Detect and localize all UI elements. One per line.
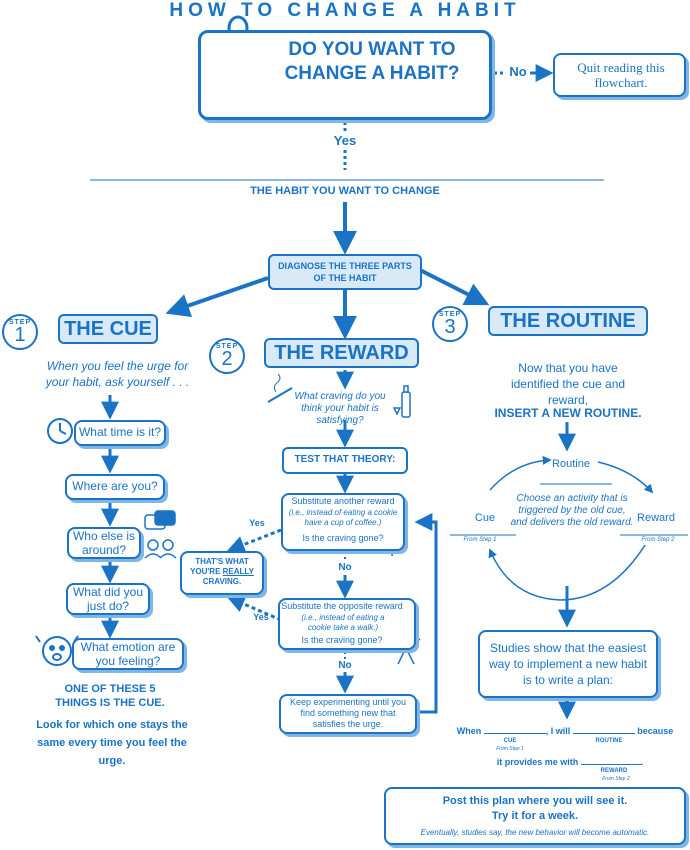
bottle-icon: [392, 385, 411, 418]
question-box: [198, 30, 492, 120]
quit-text: Quit reading this flowchart.: [577, 60, 665, 90]
cue-branch-arrow: [165, 276, 269, 318]
cue-q-emotion: [72, 638, 184, 670]
cue-q-who: [67, 527, 141, 559]
cue-q-time: [74, 420, 166, 446]
cue-header: THE CUE: [58, 314, 158, 344]
cigarette-icon: [267, 373, 293, 403]
loop-from-1: From Step 1: [463, 537, 497, 543]
loop-reward-label: Reward: [637, 512, 675, 524]
substitute-1-example: (i.e., instead of eating a cookie have a…: [288, 508, 398, 527]
step-2-badge: STEP 2: [209, 338, 245, 374]
quit-box: [553, 53, 686, 97]
substitute-2-question: Is the craving gone?: [301, 635, 383, 645]
plan-line-1: When , I will because: [456, 726, 674, 736]
people-icon: [144, 539, 177, 559]
post-plan-text: Post this plan where you will see it.: [442, 795, 628, 807]
diagnose-box: [268, 254, 422, 290]
loop-cue-label: Cue: [474, 512, 496, 524]
substitute-1-title: Substitute another reward: [291, 496, 395, 506]
cue-q-where: [65, 474, 165, 500]
cue-conclusion: ONE OF THESE 5 THINGS IS THE CUE.: [55, 683, 165, 709]
craving-text: THAT'S WHAT YOU'RE REALLY CRAVING.: [190, 557, 254, 586]
chat-bubbles-icon: [144, 510, 176, 530]
routine-header: THE ROUTINE: [488, 306, 648, 336]
try-week-text: Try it for a week.: [491, 810, 579, 822]
keep-experimenting-box: [279, 694, 417, 734]
substitute-2-box: [278, 598, 416, 650]
plan-from-1: From Step 1: [496, 746, 524, 752]
routine-branch-arrow: [419, 268, 490, 306]
substitute-2-example: (i.e., instead of eating a cookie take a…: [301, 613, 385, 632]
cue-q-emotion-text: What emotion are you feeling?: [80, 640, 176, 668]
habit-label: THE HABIT YOU WANT TO CHANGE: [250, 185, 440, 197]
routine-insert: INSERT A NEW ROUTINE.: [494, 406, 642, 420]
plan-cue-label: CUE: [503, 738, 517, 744]
loop-back-arrow: [414, 513, 438, 714]
yes-label: Yes: [333, 133, 357, 148]
substitute-2-title: Substitute the opposite reward: [281, 601, 403, 611]
clock-icon: [47, 418, 73, 444]
emotion-face-icon: [35, 635, 79, 666]
no-label: No: [509, 64, 527, 79]
test-theory-box: [282, 447, 408, 474]
yes-1-label: Yes: [249, 518, 265, 528]
reward-craving-question: What craving do you think your habit is …: [294, 391, 386, 426]
loop-routine-label: Routine: [552, 458, 590, 470]
no-1-label: No: [338, 562, 352, 573]
cue-q-who-text: Who else is around?: [72, 529, 136, 557]
post-plan-box: [384, 787, 686, 845]
cue-intro: When you feel the urge for your habit, a…: [45, 359, 190, 389]
plan-routine-label: ROUTINE: [595, 738, 623, 744]
reward-header: THE REWARD: [264, 338, 419, 368]
plan-from-2: From Step 2: [602, 776, 630, 782]
routine-intro: Now that you have identified the cue and…: [510, 361, 626, 407]
page-title: HOW TO CHANGE A HABIT: [169, 0, 521, 21]
cue-q-did-text: What did you just do?: [72, 585, 144, 613]
substitute-1-box: [281, 493, 405, 551]
test-theory-text: TEST THAT THEORY:: [294, 454, 396, 465]
step-1-badge: STEP 1: [2, 314, 38, 350]
step-3-badge: STEP 3: [432, 306, 468, 342]
yes-2-label: Yes: [253, 612, 269, 622]
plan-reward-label: REWARD: [600, 768, 628, 774]
diagnose-text: DIAGNOSE THE THREE PARTS OF THE HABIT: [278, 261, 412, 283]
cue-q-time-text: What time is it?: [78, 425, 162, 439]
craving-box: [180, 551, 264, 595]
eventually-text: Eventually, studies say, the new behavio…: [420, 828, 650, 837]
keep-experimenting-text: Keep experimenting until you find someth…: [289, 697, 407, 729]
substitute-1-question: Is the craving gone?: [302, 533, 384, 543]
cue-advice: Look for which one stays the same every …: [36, 719, 188, 767]
cue-q-where-text: Where are you?: [72, 479, 158, 493]
plan-line-2: it provides me with .: [496, 757, 644, 767]
studies-text: Studies show that the easiest way to imp…: [488, 641, 648, 687]
studies-box: [478, 630, 658, 698]
no-2-label: No: [338, 660, 352, 671]
loop-from-2: From Step 2: [641, 537, 675, 543]
question-text: DO YOU WANT TO CHANGE A HABIT?: [284, 39, 460, 84]
loop-activity-text: Choose an activity that is triggered by …: [510, 493, 634, 528]
cue-q-did: [66, 583, 150, 615]
